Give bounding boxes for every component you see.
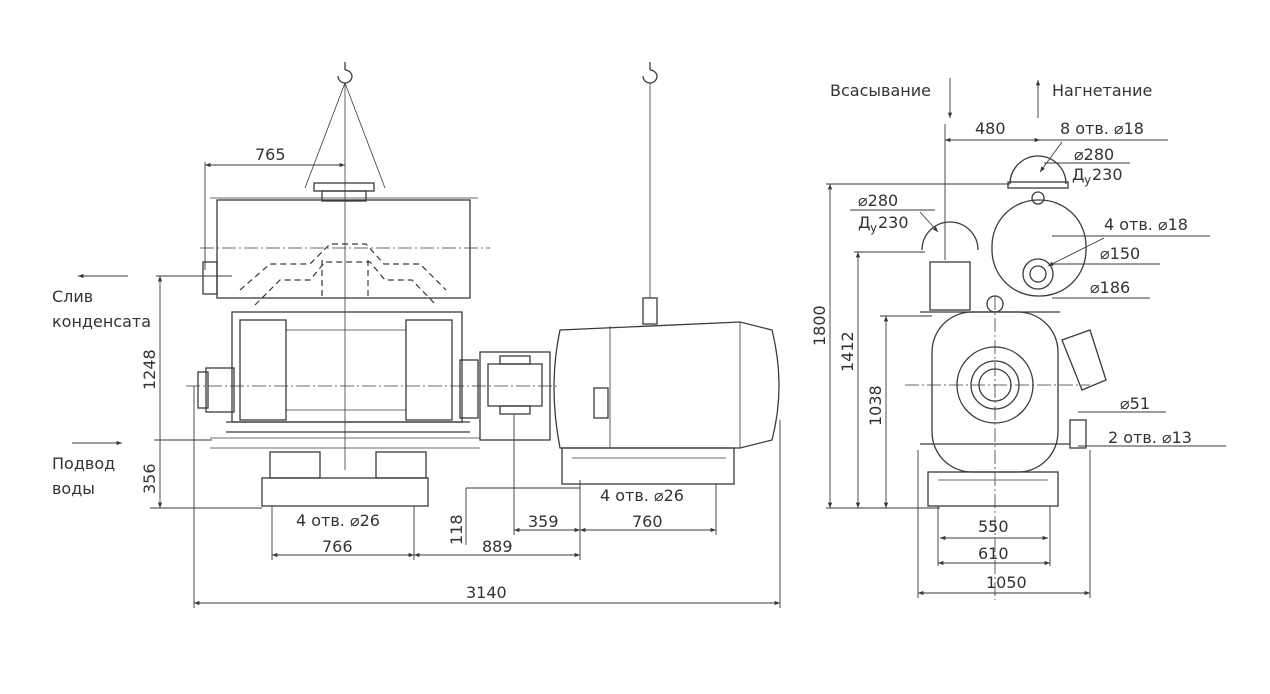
drain-label-2: конденсата [52, 312, 151, 331]
water-label-2: воды [52, 479, 95, 498]
holes-4-18-label: 4 отв. ⌀18 [1104, 215, 1188, 234]
lifting-hook-right [642, 62, 658, 298]
dim-610: 610 [978, 544, 1009, 563]
d280-left: ⌀280 [858, 191, 898, 210]
dim-1248: 1248 [140, 349, 159, 390]
dim-480: 480 [975, 119, 1006, 138]
holes-8-label: 8 отв. ⌀18 [1060, 119, 1144, 138]
dim-1038: 1038 [866, 385, 885, 426]
dim-356: 356 [140, 463, 159, 494]
d150: ⌀150 [1100, 244, 1140, 263]
lifting-hook-left [304, 62, 386, 470]
discharge-label: Нагнетание [1052, 81, 1152, 100]
electric-motor [553, 297, 780, 485]
dy-top-sub: у [1084, 173, 1091, 187]
d51: ⌀51 [1120, 394, 1150, 413]
dy-top-num: 230 [1092, 165, 1123, 184]
dim-3140: 3140 [466, 583, 507, 602]
dy-left-num: 230 [878, 213, 909, 232]
dim-550: 550 [978, 517, 1009, 536]
dim-118: 118 [447, 514, 466, 545]
d186: ⌀186 [1090, 278, 1130, 297]
dim-1412: 1412 [838, 331, 857, 372]
holes-left-label: 4 отв. ⌀26 [296, 511, 380, 530]
dim-765: 765 [255, 145, 286, 164]
separator-front [991, 191, 1087, 297]
water-label-1: Подвод [52, 454, 115, 473]
pump-body [186, 311, 560, 433]
dy-left-sub: у [870, 221, 877, 235]
dy-left: Д [858, 213, 871, 232]
dim-1800: 1800 [810, 305, 829, 346]
dashed-pipework [239, 243, 447, 306]
pump-base [210, 437, 480, 507]
coupling [479, 351, 551, 441]
dim-359: 359 [528, 512, 559, 531]
drain-label-1: Слив [52, 287, 93, 306]
d280-top: ⌀280 [1074, 145, 1114, 164]
separator-tank [200, 182, 490, 299]
dim-889: 889 [482, 537, 513, 556]
dim-760: 760 [632, 512, 663, 531]
suction-label: Всасывание [830, 81, 931, 100]
holes-2-13-label: 2 отв. ⌀13 [1108, 428, 1192, 447]
side-view: Слив конденсата Подвод воды 765 1248 356… [52, 62, 781, 608]
dim-1050: 1050 [986, 573, 1027, 592]
holes-right-label: 4 отв. ⌀26 [600, 486, 684, 505]
dy-top: Д [1072, 165, 1085, 184]
front-view: Всасывание Нагнетание 480 8 отв. ⌀18 ⌀28… [810, 78, 1226, 600]
dim-766: 766 [322, 537, 353, 556]
